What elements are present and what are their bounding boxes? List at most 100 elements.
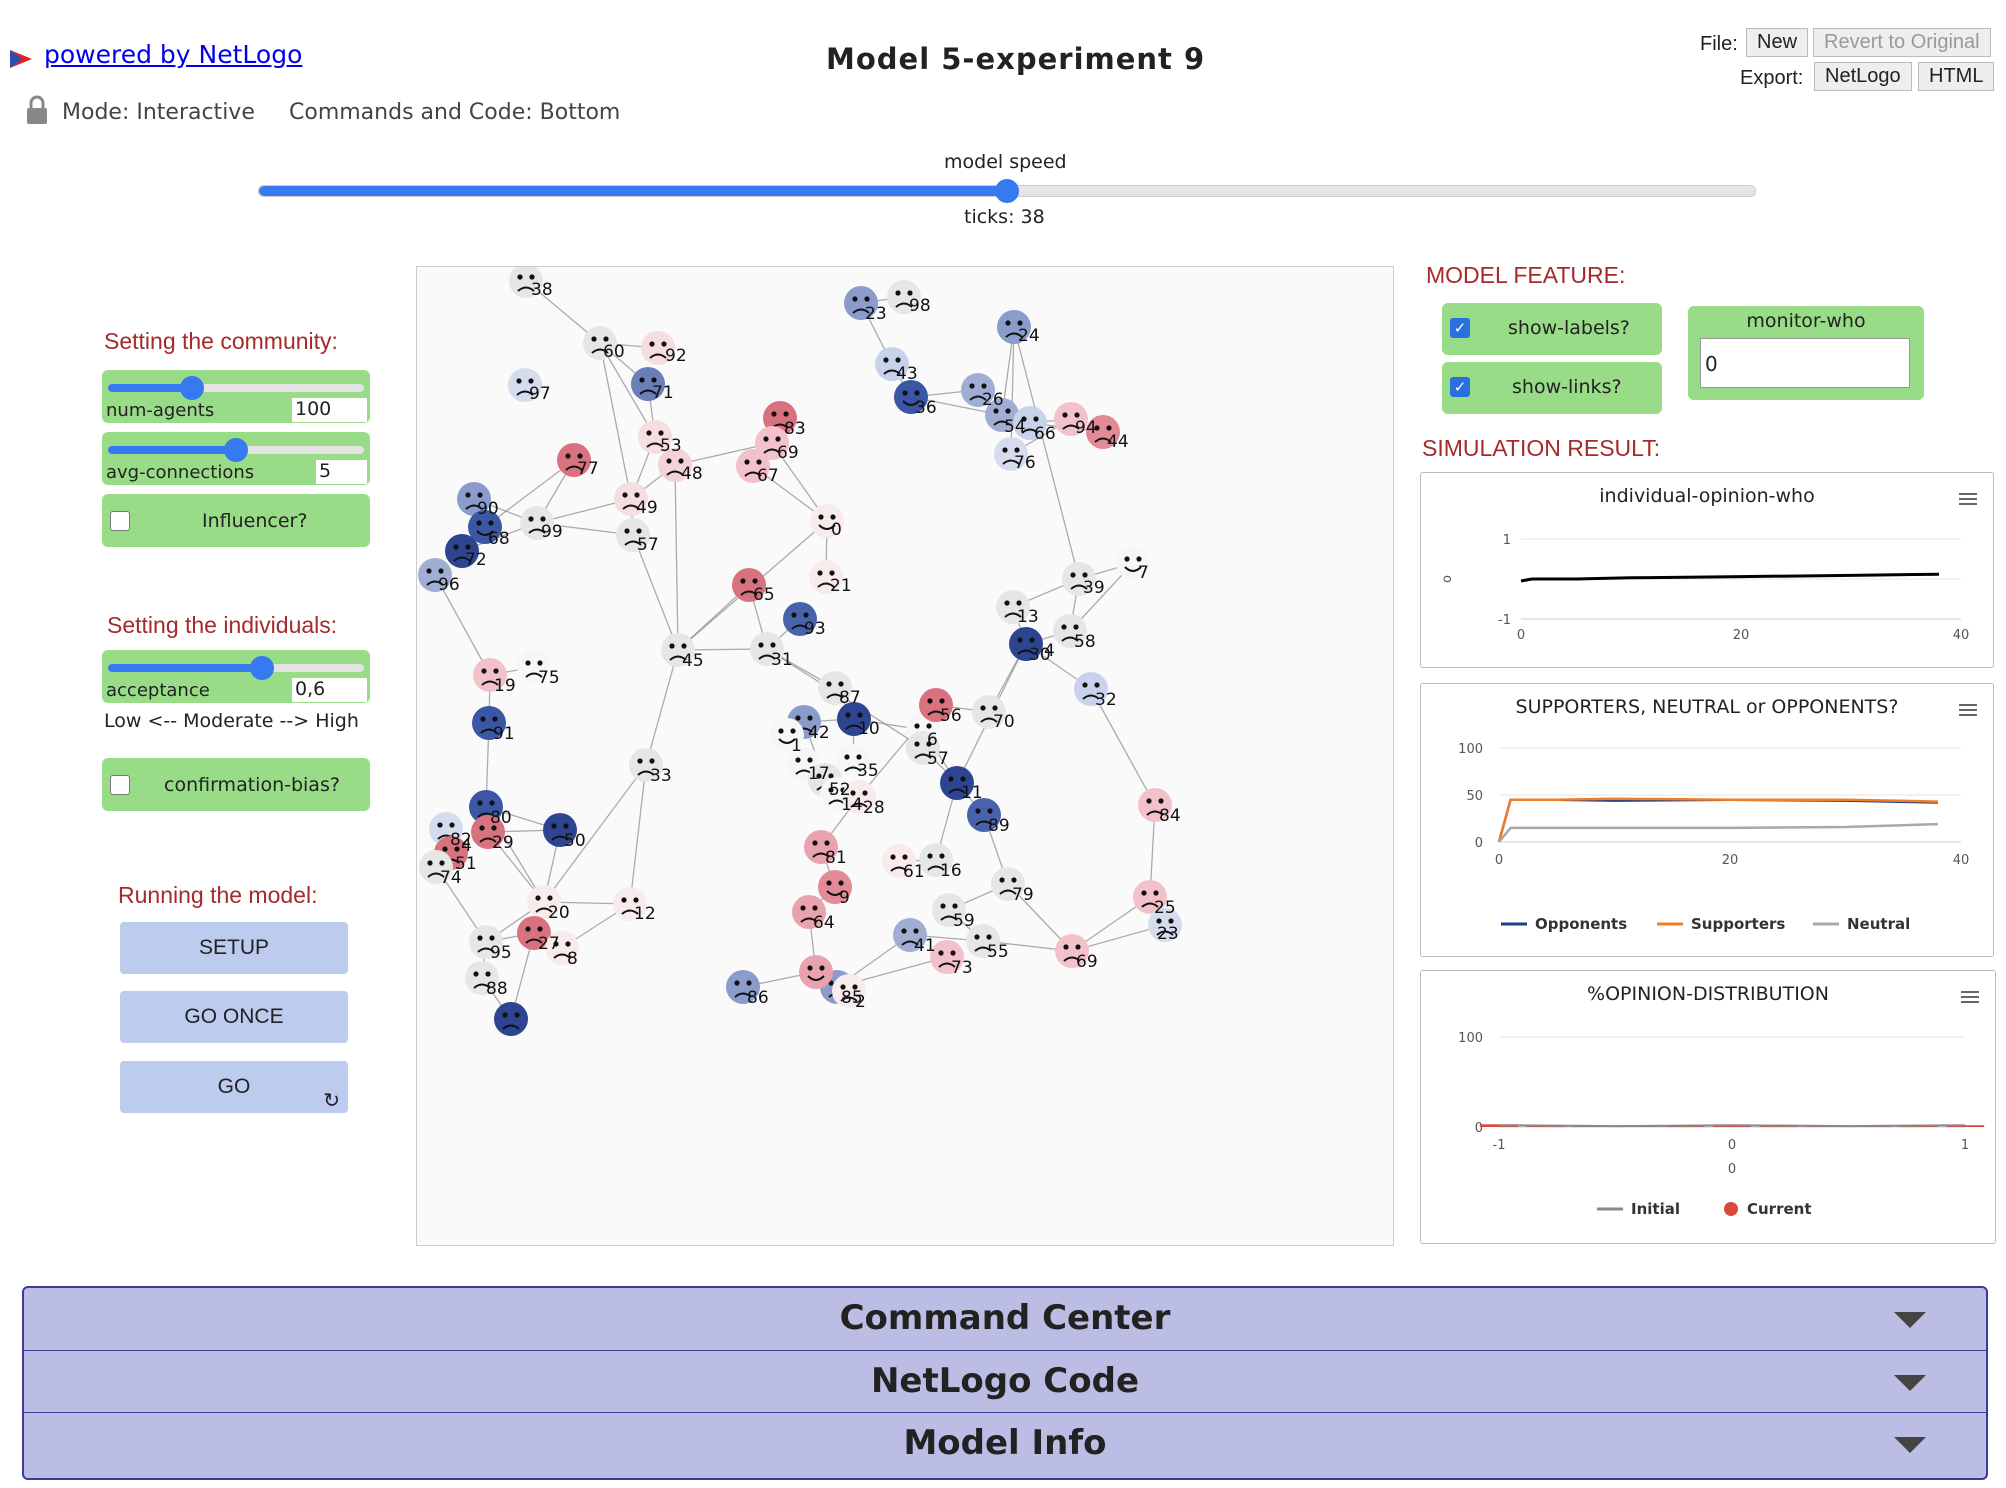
influencer-checkbox[interactable] — [110, 511, 130, 531]
agent-face-icon — [557, 443, 591, 477]
model-info-chevron-down-icon[interactable] — [1894, 1437, 1926, 1453]
acceptance-slider[interactable]: acceptance 0,6 — [102, 650, 370, 703]
num-agents-knob[interactable] — [180, 376, 205, 400]
agent-body — [844, 286, 878, 320]
agent-eye — [537, 926, 543, 932]
agent-mouth — [974, 946, 992, 952]
confirmation-bias-checkbox[interactable] — [110, 775, 130, 795]
commands-code-label[interactable]: Commands and Code: Bottom — [289, 100, 621, 125]
confirmation-bias-switch[interactable]: confirmation-bias? — [102, 758, 370, 811]
agent-label: 83 — [784, 419, 806, 439]
agent-label: 21 — [830, 576, 852, 596]
y-tick-label: 0 — [1475, 1121, 1483, 1136]
netlogo-code-header[interactable]: NetLogo Code — [24, 1350, 1986, 1413]
new-button[interactable]: New — [1746, 28, 1809, 57]
agent-label: 93 — [804, 619, 826, 639]
link — [599, 342, 632, 500]
acceptance-knob[interactable] — [249, 656, 274, 680]
agent-face-icon — [509, 267, 543, 298]
go-once-button[interactable]: GO ONCE — [120, 991, 348, 1043]
setup-button[interactable]: SETUP — [120, 922, 348, 974]
agent-body — [1062, 562, 1096, 596]
model-feature-title: MODEL FEATURE: — [1426, 262, 1626, 288]
export-html-button[interactable]: HTML — [1918, 62, 1995, 91]
agent-label: 23 — [865, 304, 887, 324]
speed-slider-knob[interactable] — [995, 179, 1019, 203]
monitor-who: monitor-who 0 — [1688, 306, 1924, 400]
agent-mouth — [516, 390, 534, 396]
influencer-switch[interactable]: Influencer? — [102, 494, 370, 547]
agent-face-icon — [906, 731, 940, 765]
agent-mouth — [1021, 428, 1039, 434]
agent-eye — [1141, 890, 1147, 896]
agent-eye — [830, 514, 836, 520]
chart2-menu-icon[interactable] — [1959, 704, 1977, 719]
agent-label: 11 — [961, 783, 983, 803]
simulation-result-title: SIMULATION RESULT: — [1422, 435, 1661, 461]
avg-connections-slider[interactable]: avg-connections 5 — [102, 432, 370, 485]
show-labels-checkbox[interactable]: ✓ — [1450, 318, 1470, 338]
agent-eye — [807, 757, 813, 763]
agent-mouth — [473, 983, 491, 989]
chart1-menu-icon[interactable] — [1959, 493, 1977, 508]
agent-label: 56 — [940, 706, 962, 726]
mode-label[interactable]: Mode: Interactive — [62, 100, 255, 125]
agent-body — [445, 534, 479, 568]
revert-button[interactable]: Revert to Original — [1813, 28, 1991, 57]
agent-label: 77 — [577, 459, 599, 479]
agent-eye — [1014, 447, 1020, 453]
agent-face-icon — [494, 1002, 528, 1036]
agent-mouth — [1061, 636, 1079, 642]
agent-label: 94 — [1075, 418, 1097, 438]
agent-mouth — [1063, 956, 1081, 962]
avg-connections-knob[interactable] — [224, 438, 248, 462]
agent-eye — [1063, 944, 1069, 950]
link — [599, 342, 656, 438]
show-links-switch[interactable]: ✓ show-links? — [1442, 362, 1662, 414]
agent-face-icon — [629, 748, 663, 782]
agent-eye — [969, 383, 975, 389]
export-netlogo-button[interactable]: NetLogo — [1814, 62, 1912, 91]
agent-eye — [491, 825, 497, 831]
series-line — [1520, 572, 1940, 583]
chart3-menu-icon[interactable] — [1961, 991, 1979, 1006]
chart1-title: individual-opinion-who — [1599, 485, 1815, 507]
speed-slider[interactable] — [258, 179, 1756, 203]
agent-eye — [1082, 682, 1088, 688]
agent-body — [755, 426, 789, 460]
agent-label: 82 — [450, 830, 472, 850]
agent-eye — [992, 705, 998, 711]
agent-eye — [756, 459, 762, 465]
agent-eye — [883, 357, 889, 363]
go-button[interactable]: GO ↻ — [120, 1061, 348, 1113]
agent-eye — [1168, 918, 1174, 924]
powered-by-link[interactable]: powered by NetLogo — [44, 40, 303, 69]
agent-face-icon — [1013, 406, 1047, 440]
agents — [418, 267, 1182, 1036]
lock-icon[interactable] — [26, 94, 48, 130]
show-links-checkbox[interactable]: ✓ — [1450, 377, 1470, 397]
agent-eye — [485, 971, 491, 977]
netlogo-code-chevron-down-icon[interactable] — [1894, 1375, 1926, 1391]
show-labels-switch[interactable]: ✓ show-labels? — [1442, 303, 1662, 355]
num-agents-slider[interactable]: num-agents 100 — [102, 370, 370, 423]
confirmation-bias-label: confirmation-bias? — [164, 774, 340, 796]
agent-face-icon — [658, 448, 692, 482]
agent-label: 51 — [455, 854, 477, 874]
page-title: Model 5-experiment 9 — [826, 42, 1206, 76]
export-label: Export: — [1740, 67, 1804, 89]
agent-label: 89 — [988, 816, 1010, 836]
agent-eye — [950, 950, 956, 956]
agent-eye — [528, 378, 534, 384]
running-title: Running the model: — [118, 882, 318, 908]
command-center-header[interactable]: Command Center — [24, 1288, 1986, 1350]
model-info-header[interactable]: Model Info — [24, 1412, 1986, 1475]
agent-eye — [637, 758, 643, 764]
agent-face-icon — [1116, 546, 1150, 580]
agent-eye — [852, 984, 858, 990]
command-center-chevron-down-icon[interactable] — [1894, 1312, 1926, 1328]
